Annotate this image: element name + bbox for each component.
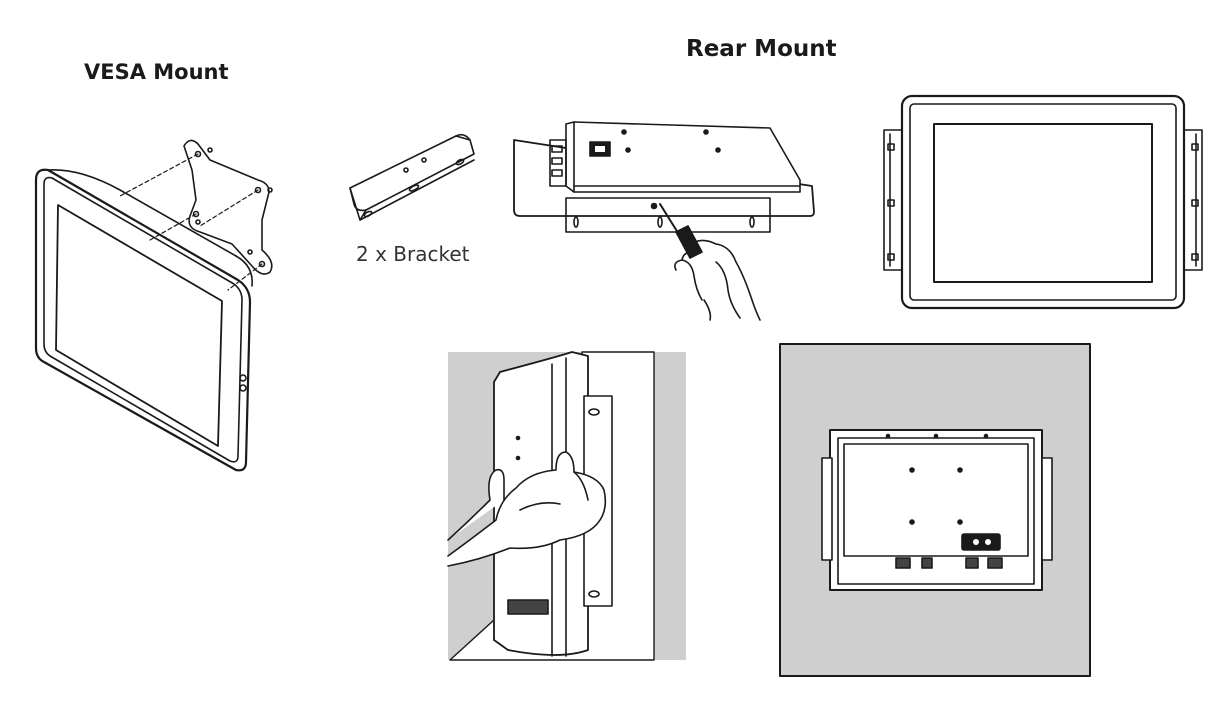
wall-insertion-illustration <box>447 351 686 661</box>
bracket-illustration <box>349 133 475 221</box>
rear-mount-title: Rear Mount <box>686 36 837 62</box>
rear-view-in-wall-illustration <box>779 343 1091 677</box>
vesa-mount-title: VESA Mount <box>84 60 229 84</box>
vesa-monitor-illustration <box>34 168 253 472</box>
rear-mount-install-illustration <box>513 121 815 321</box>
bracket-caption: 2 x Bracket <box>356 242 470 266</box>
front-view-monitor-illustration <box>883 94 1203 310</box>
vesa-plate-illustration <box>119 139 273 291</box>
